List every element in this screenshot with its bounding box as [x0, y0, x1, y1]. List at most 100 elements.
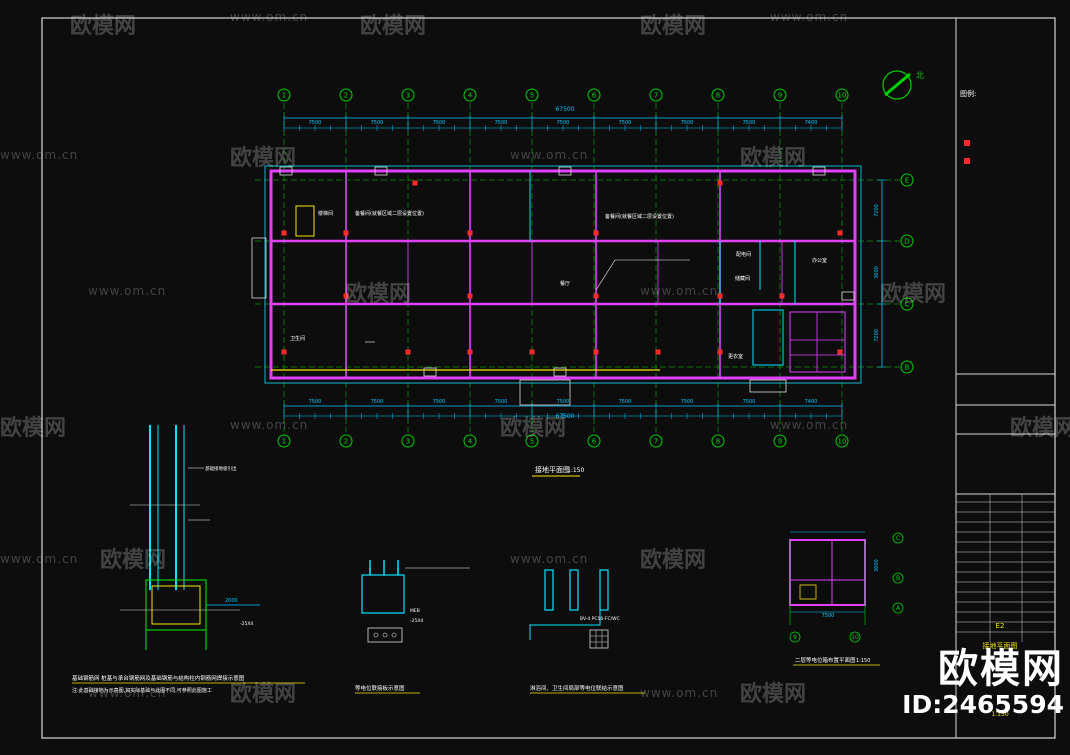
grid-bubble: [339, 434, 353, 448]
grid-bubble: [711, 434, 725, 448]
outer-wall: [269, 169, 857, 380]
watermark-url: www.om.cn: [510, 148, 589, 162]
corner-brand-name: 欧模网: [938, 646, 1064, 692]
grid-bubble: [587, 434, 601, 448]
watermark-url: www.om.cn: [230, 10, 309, 24]
watermark-url: www.om.cn: [0, 148, 79, 162]
grid-bubble-label: 2: [344, 92, 348, 100]
watermark-url: www.om.cn: [230, 418, 309, 432]
grid-bubble: [339, 88, 353, 102]
grid-bubble-label: B: [905, 364, 910, 372]
detail-note: 基础接地极引出: [205, 465, 237, 472]
watermark-url: www.om.cn: [640, 686, 719, 700]
right-dimension-chain: 7200 3600 7200: [874, 179, 886, 368]
watermark-url: www.om.cn: [0, 552, 79, 566]
ground-test-point: [281, 230, 287, 236]
dimension-label: 7500: [433, 120, 446, 126]
dim-label: 2000: [225, 598, 238, 604]
dimension-label: 7500: [371, 120, 384, 126]
test-box: [423, 367, 437, 377]
dimension-label: 7400: [805, 399, 818, 405]
corner-brand-id: ID:2465594: [902, 690, 1064, 719]
dimension-label: 7500: [619, 120, 632, 126]
grid-bubble-label: 1: [282, 438, 286, 446]
grid-bubble-label: 10: [838, 438, 847, 446]
main-plan-scale: 1:150: [567, 467, 584, 474]
grid-bubble: [773, 88, 787, 102]
grid-bubble: [463, 434, 477, 448]
grid-bubble: [900, 297, 914, 311]
grid-bubble: [401, 88, 415, 102]
dimension-label: 3600: [874, 266, 880, 279]
watermark-brand: 欧模网: [740, 682, 807, 707]
ground-test-point: [412, 180, 418, 186]
ground-test-point: [655, 349, 661, 355]
grid-bubble-label: 7: [654, 92, 658, 100]
dimension-label: 7500: [619, 399, 632, 405]
ground-test-point: [529, 349, 535, 355]
grid-bubble: [900, 360, 914, 374]
ground-test-point: [467, 349, 473, 355]
dimension-label: 7200: [874, 329, 880, 342]
ground-test-point: [467, 293, 473, 299]
grid-bubble-label: 9: [778, 438, 782, 446]
bathroom-detail-title: 淋浴间、卫生间局部等电位联结示意图: [530, 684, 624, 692]
grid-bubble: [525, 434, 539, 448]
leader-line: [595, 259, 616, 291]
total-length-dim: 67500: [555, 106, 574, 113]
title-block-rows: [956, 494, 1055, 642]
foundation-note: 注:此基础接地为示意图,如实际基础与此图不同,可参照此图施工: [72, 687, 212, 694]
ground-test-point: [343, 293, 349, 299]
dimension-label: 7500: [371, 399, 384, 405]
detail-note: -25X4: [240, 621, 253, 627]
side-ramp: [251, 237, 267, 299]
grid-bubble: [849, 631, 861, 643]
ground-test-point: [717, 349, 723, 355]
watermark-url: www.om.cn: [88, 686, 167, 700]
watermark-brand: 欧模网: [0, 416, 67, 441]
dimension-label: 7500: [433, 399, 446, 405]
watermark-brand: 欧模网: [1010, 416, 1070, 441]
grid-bubble-label: C: [896, 535, 900, 542]
grid-bubble-label: 9: [793, 634, 797, 641]
detail-note: MEB: [410, 608, 420, 614]
dimension-label: 7200: [874, 204, 880, 217]
ground-test-point: [717, 293, 723, 299]
foundation-detail: 2000 -25X4 基础接地极引出 基础钢筋网 桩基与承台钢筋网及基础钢筋与结…: [72, 425, 305, 694]
test-box: [374, 166, 388, 176]
grid-bubble-label: 3: [406, 438, 410, 446]
sheet-scale: 1:150: [991, 711, 1008, 718]
ground-test-point: [837, 230, 843, 236]
watermark-url: www.om.cn: [510, 552, 589, 566]
dimension-label: 7500: [557, 399, 570, 405]
room-label: 办公室: [812, 257, 827, 264]
building-plan: 备餐间(就餐区域二层设置位置) 备餐间(就餐区域二层设置位置) 餐厅 楼梯间 配…: [251, 165, 862, 406]
watermark-brand: 欧模网: [100, 548, 167, 573]
dimension-label: 7500: [681, 120, 694, 126]
legend-title: 图例:: [960, 89, 976, 98]
watermark-brand: 欧模网: [640, 548, 707, 573]
ground-test-point: [593, 349, 599, 355]
equipotential-detail-title: 等电位联接板示意图: [355, 684, 405, 692]
ground-test-point: [837, 349, 843, 355]
dimension-label: 7500: [681, 399, 694, 405]
ground-test-point: [593, 293, 599, 299]
room-label: 备餐间(就餐区域二层设置位置): [355, 210, 424, 217]
grid-bubble: [835, 88, 849, 102]
ground-test-point: [467, 230, 473, 236]
dimension-label: 7500: [309, 399, 322, 405]
watermark-brand: 欧模网: [230, 682, 297, 707]
ground-test-point: [343, 230, 349, 236]
grid-bubble-label: 9: [778, 92, 782, 100]
dimension-label: 7500: [495, 120, 508, 126]
watermark-brand: 欧模网: [640, 14, 707, 39]
ground-test-point: [281, 349, 287, 355]
watermark-url: www.om.cn: [88, 284, 167, 298]
foundation-detail-title: 基础钢筋网 桩基与承台钢筋网及基础钢筋与结构柱内钢筋网焊接示意图: [72, 674, 245, 682]
